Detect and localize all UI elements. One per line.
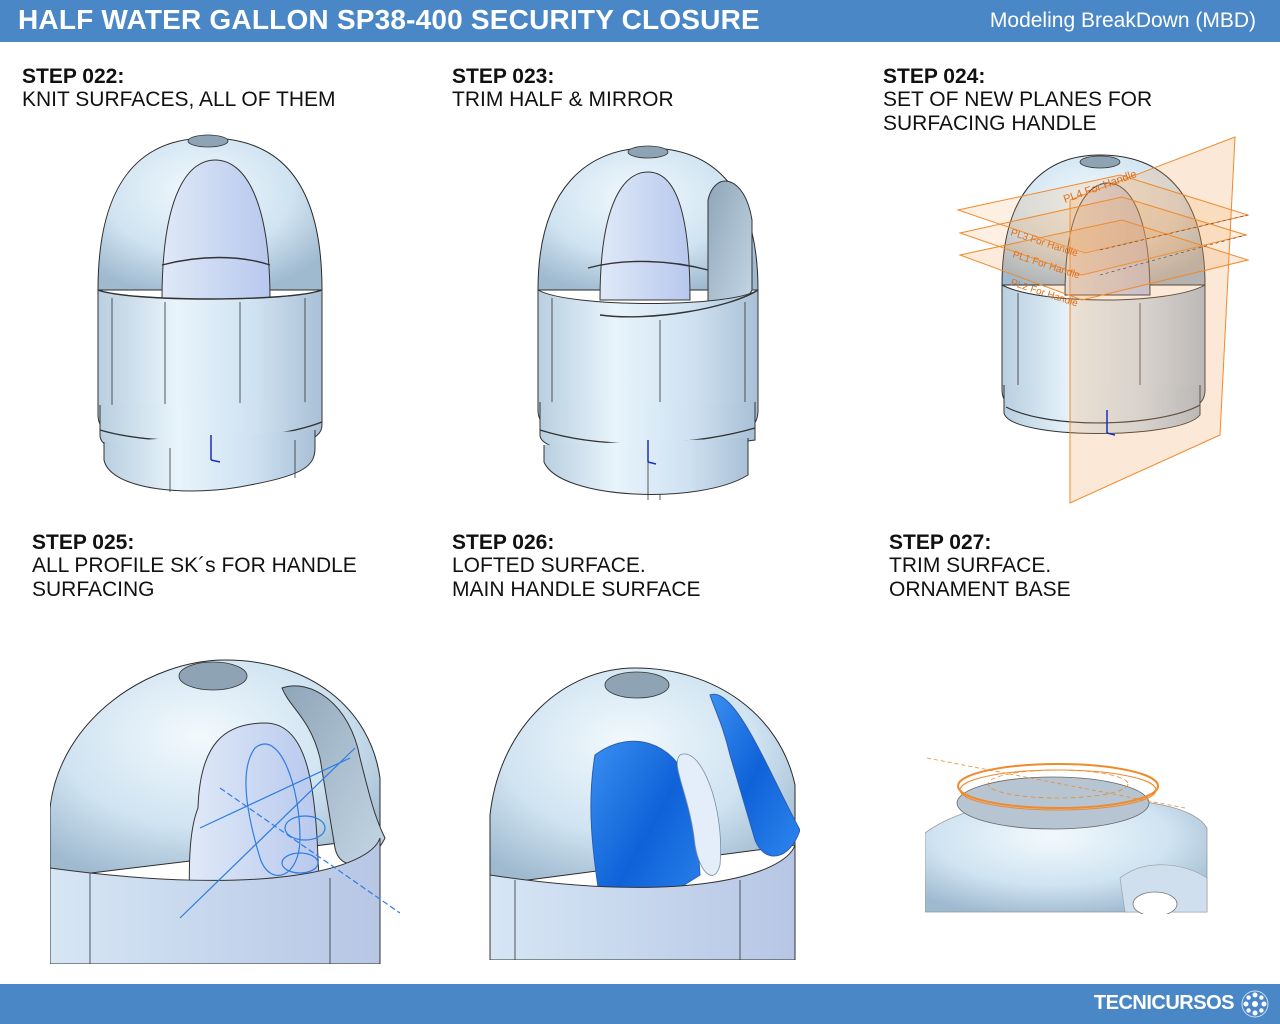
closure-model-profile-sketches — [50, 659, 400, 964]
step-description: ALL PROFILE SK´s FOR HANDLE SURFACING — [32, 554, 357, 601]
closure-model-knit-surfaces — [97, 134, 323, 492]
brand-name: TECNICURSOS — [1093, 992, 1235, 1014]
closure-model-lofted-handle — [489, 667, 800, 960]
profile-sketch-lines — [179, 743, 400, 919]
footer-bar: TECNICURSOS — [0, 984, 1280, 1024]
closure-model-ornament-base — [925, 757, 1208, 914]
axis-triad-icon — [1106, 410, 1116, 436]
ornament-outline — [926, 757, 1186, 811]
step-027: STEP 027: TRIM SURFACE. ORNAMENT BASE — [889, 532, 1071, 602]
step-description: LOFTED SURFACE. MAIN HANDLE SURFACE — [452, 554, 701, 601]
step-number: STEP 022: — [22, 65, 125, 88]
closure-model-handle-planes: PL4 For Handle PL3 For Handle PL1 For Ha… — [956, 136, 1250, 504]
step-023: STEP 023: TRIM HALF & MIRROR — [452, 66, 674, 112]
step-number: STEP 027: — [889, 531, 992, 554]
axis-triad-icon — [210, 435, 221, 463]
header-bar: HALF WATER GALLON SP38-400 SECURITY CLOS… — [0, 0, 1280, 42]
step-description: SET OF NEW PLANES FOR SURFACING HANDLE — [883, 88, 1153, 135]
step-description: TRIM SURFACE. ORNAMENT BASE — [889, 554, 1071, 601]
step-022: STEP 022: KNIT SURFACES, ALL OF THEM — [22, 66, 336, 112]
page-subtitle: Modeling BreakDown (MBD) — [989, 9, 1256, 32]
step-number: STEP 026: — [452, 531, 555, 554]
step-024: STEP 024: SET OF NEW PLANES FOR SURFACIN… — [883, 66, 1152, 136]
step-number: STEP 025: — [32, 531, 135, 554]
step-description: TRIM HALF & MIRROR — [452, 88, 674, 111]
closure-model-trim-mirror — [537, 145, 759, 500]
axis-triad-icon — [647, 440, 657, 465]
step-description: KNIT SURFACES, ALL OF THEM — [22, 88, 336, 111]
step-026: STEP 026: LOFTED SURFACE. MAIN HANDLE SU… — [452, 532, 701, 602]
step-number: STEP 023: — [452, 65, 555, 88]
step-025: STEP 025: ALL PROFILE SK´s FOR HANDLE SU… — [32, 532, 357, 602]
tecnicursos-logo-icon — [1241, 990, 1269, 1018]
page-title: HALF WATER GALLON SP38-400 SECURITY CLOS… — [18, 4, 760, 35]
step-number: STEP 024: — [883, 65, 986, 88]
